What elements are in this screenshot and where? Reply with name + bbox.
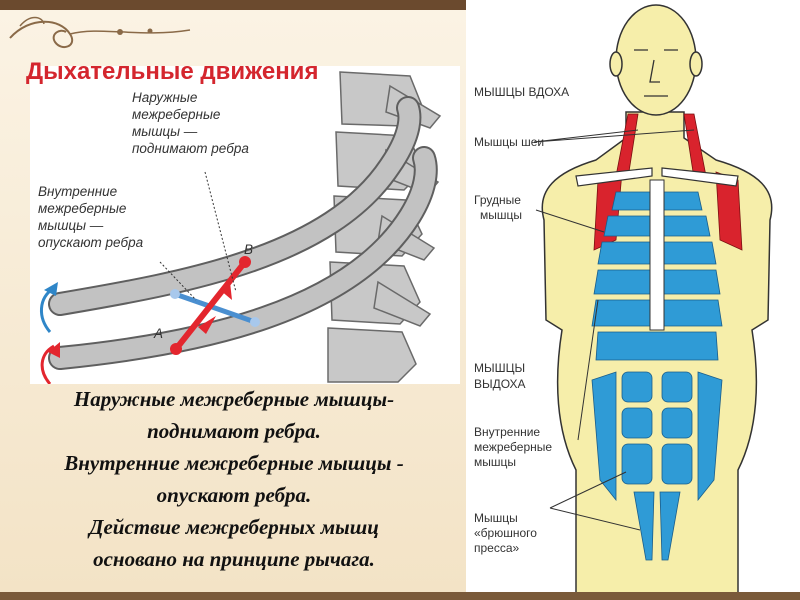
caption-line: Внутренние межреберные мышцы - <box>8 448 460 480</box>
caption-line: основано на принципе рычага. <box>8 544 460 576</box>
slide-title: Дыхательные движения <box>26 58 318 86</box>
point-b-label: B <box>244 242 253 257</box>
caption-line: поднимают ребра. <box>8 416 460 448</box>
caption-line: Действие межреберных мышц <box>8 512 460 544</box>
caption: Наружные межреберные мышцы- поднимают ре… <box>8 384 460 575</box>
bottom-border <box>0 592 800 600</box>
ornament <box>0 8 200 56</box>
caption-line: опускают ребра. <box>8 480 460 512</box>
inhale-heading: МЫШЦЫ ВДОХА <box>474 85 569 99</box>
rib-diagram: Наружные межреберные мышцы — поднимают р… <box>30 66 460 384</box>
chest-muscles-label: Грудные мышцы <box>474 193 524 222</box>
sternum <box>650 180 664 330</box>
body-figure: МЫШЦЫ ВДОХА Мышцы шеи Грудные мышцы МЫШЦ… <box>466 0 800 600</box>
point-a-label: A <box>153 326 163 341</box>
caption-line: Наружные межреберные мышцы- <box>8 384 460 416</box>
neck-muscles-label: Мышцы шеи <box>474 135 544 149</box>
